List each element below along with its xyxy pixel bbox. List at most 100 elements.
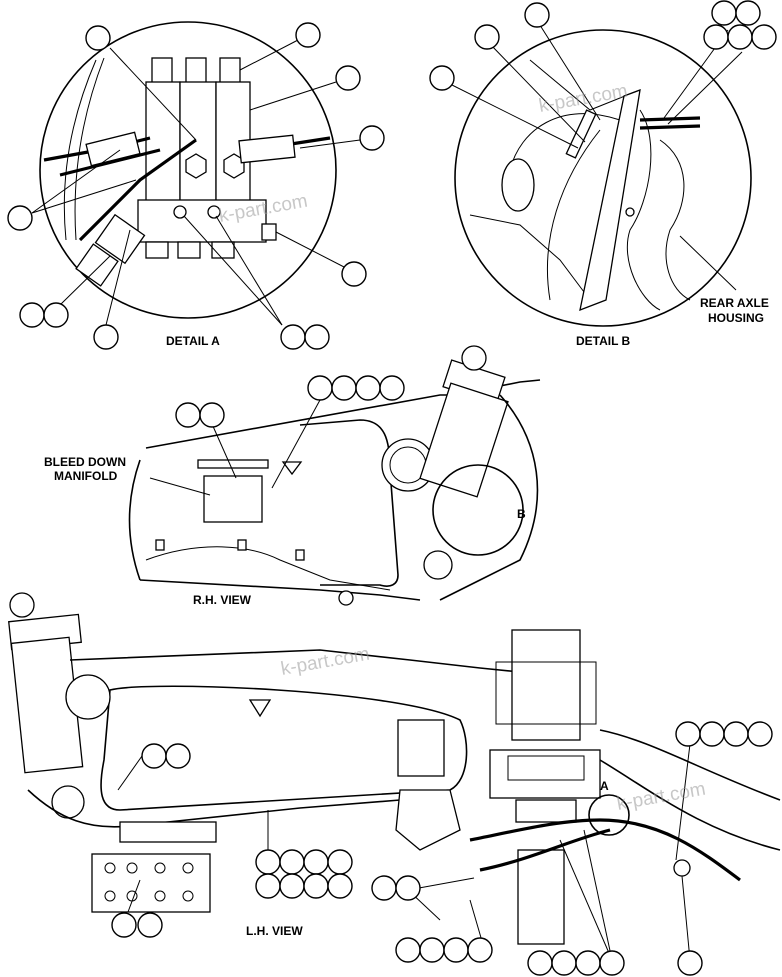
hose-clip	[295, 549, 305, 561]
hose-clip	[155, 539, 165, 551]
bleed-down-label: BLEED DOWN	[44, 455, 126, 469]
boom-left-edge	[128, 459, 141, 581]
detail-a-ring	[588, 794, 630, 836]
leader-line	[489, 43, 586, 143]
cylinder-body	[419, 382, 509, 498]
valve-plate	[397, 719, 445, 777]
leader-line	[117, 755, 143, 791]
callout-bubble	[280, 324, 306, 350]
rh-view-label: R.H. VIEW	[193, 593, 252, 607]
callout-bubble	[307, 375, 333, 401]
manifold-foot	[145, 241, 169, 259]
leader-line	[31, 179, 137, 214]
callout-bubble	[141, 743, 167, 769]
boom-eye	[65, 674, 111, 720]
fitting	[338, 590, 354, 606]
frame-edge	[63, 59, 97, 241]
leader-line	[299, 139, 361, 149]
leader-line	[31, 149, 121, 214]
bracket-edge	[547, 129, 601, 301]
leader-line	[537, 21, 601, 121]
hydraulic-line	[145, 546, 391, 591]
detail-b-ring	[432, 464, 524, 556]
callout-bubble	[355, 375, 381, 401]
detail-a-label: DETAIL A	[166, 334, 220, 348]
leader-line	[675, 743, 691, 861]
callout-bubble	[575, 950, 601, 976]
pivot-pin	[423, 550, 453, 580]
callout-bubble	[711, 0, 737, 26]
hose-end	[85, 131, 141, 167]
callout-bubble	[675, 721, 701, 747]
callout-bubble	[93, 324, 119, 350]
frame-edge	[74, 57, 105, 241]
callout-bubble	[199, 402, 225, 428]
callout-bubble	[19, 302, 45, 328]
leader-line	[583, 829, 613, 961]
axle-detail	[507, 755, 585, 781]
callout-bubble	[7, 205, 33, 231]
callout-bubble	[747, 721, 773, 747]
valve-port	[104, 862, 116, 874]
detail-a-circle	[39, 21, 337, 319]
leader-line	[275, 231, 347, 269]
detail-a-marker: A	[600, 779, 609, 793]
axle-mount	[515, 799, 577, 823]
callout-bubble	[303, 873, 329, 899]
boom-bottom-edge	[139, 579, 421, 601]
leader-line	[183, 215, 283, 326]
lower-frame	[517, 849, 565, 945]
callout-bubble	[331, 375, 357, 401]
rear-axle-label: REAR AXLE	[700, 296, 769, 310]
manifold-block	[137, 199, 267, 243]
hose-line	[639, 124, 701, 130]
callout-bubble	[474, 24, 500, 50]
housing-edge	[659, 139, 691, 301]
leader-line	[679, 235, 737, 291]
callout-bubble	[304, 324, 330, 350]
callout-bubble	[137, 912, 163, 938]
valve-port	[182, 890, 194, 902]
callout-bubble	[467, 937, 493, 963]
hose-diagonal	[78, 138, 197, 242]
mount-bracket	[197, 459, 269, 469]
manifold-foot	[211, 241, 235, 259]
leader-line	[271, 399, 321, 489]
cylinder-pin	[461, 345, 487, 371]
callout-bubble	[303, 849, 329, 875]
detail-b-circle	[454, 29, 752, 327]
valve-port	[154, 862, 166, 874]
cylinder-pin	[9, 592, 35, 618]
pivot-boss	[501, 158, 535, 212]
side-fitting	[261, 223, 277, 241]
callout-bubble	[699, 721, 725, 747]
axle-bracket	[579, 88, 641, 312]
callout-bubble	[419, 937, 445, 963]
leader-line	[105, 229, 131, 326]
hydraulic-loop	[100, 685, 468, 811]
mount-bracket	[119, 821, 217, 843]
callout-bubble	[327, 873, 353, 899]
leader-line	[441, 79, 579, 149]
frame-right	[439, 394, 539, 601]
rear-axle-label: HOUSING	[708, 311, 764, 325]
leader-line	[149, 477, 211, 496]
valve-port	[154, 890, 166, 902]
leader-line	[559, 839, 613, 961]
callout-bubble	[395, 875, 421, 901]
frame-edge	[509, 113, 621, 171]
housing-edge	[626, 109, 661, 311]
hose-bundle	[469, 818, 741, 882]
callout-bubble	[279, 849, 305, 875]
bolt	[625, 207, 635, 217]
leader-line	[249, 81, 337, 111]
leader-line	[211, 423, 237, 479]
hex-fitting	[185, 153, 207, 179]
callout-bubble	[379, 375, 405, 401]
hose-clamp	[565, 109, 597, 159]
watermark: k-part.com	[537, 81, 629, 117]
frame-edge	[469, 214, 591, 301]
callout-bubble	[527, 950, 553, 976]
